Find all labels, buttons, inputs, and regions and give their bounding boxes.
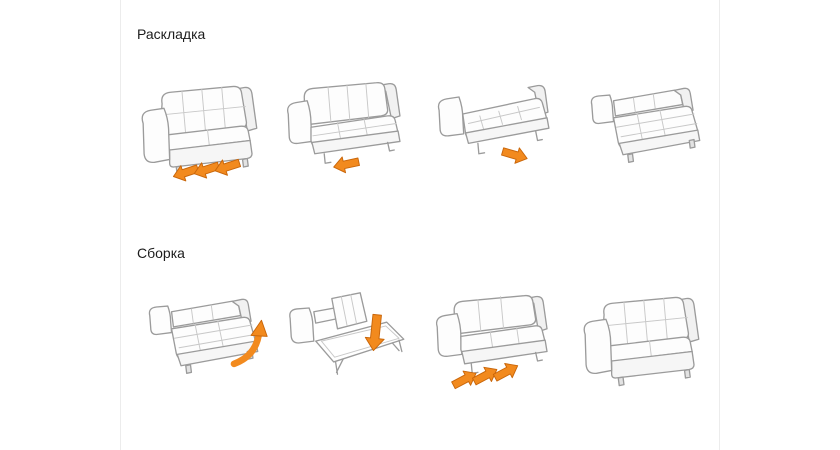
fold-step-3 xyxy=(420,286,568,400)
lift-up-arrow-head-icon xyxy=(250,319,268,337)
lift-up-curved-arrow-icon xyxy=(230,332,262,368)
fold-step-4 xyxy=(568,286,716,400)
sofa-back-folded-flat-arrow-icon xyxy=(437,84,550,167)
unfold-step-3 xyxy=(420,75,568,189)
sofa-closed-pull-out-arrows-icon xyxy=(141,85,258,185)
pull-forward-arrow-icon xyxy=(331,153,362,176)
unfold-steps-row xyxy=(125,57,715,207)
bed-fully-open-icon xyxy=(591,87,701,163)
sofa-seat-pulled-arrow-icon xyxy=(287,81,401,176)
sofa-assembled-icon xyxy=(583,296,700,387)
sofa-push-in-arrows-icon xyxy=(435,294,548,393)
unfold-step-2 xyxy=(273,75,421,189)
frame-fold-down-arrow-icon xyxy=(289,292,405,375)
fold-step-2 xyxy=(273,286,421,400)
bed-lift-section-curved-arrow-icon xyxy=(148,298,268,374)
unfold-direction-arrow-icon xyxy=(499,143,530,167)
fold-steps-row xyxy=(125,268,715,418)
content-area: Раскладка xyxy=(120,0,720,450)
unfold-step-4 xyxy=(568,75,716,189)
unfold-section-title: Раскладка xyxy=(137,26,206,42)
fold-step-1 xyxy=(125,286,273,400)
unfold-step-1 xyxy=(125,75,273,189)
fold-section-title: Сборка xyxy=(137,245,185,261)
